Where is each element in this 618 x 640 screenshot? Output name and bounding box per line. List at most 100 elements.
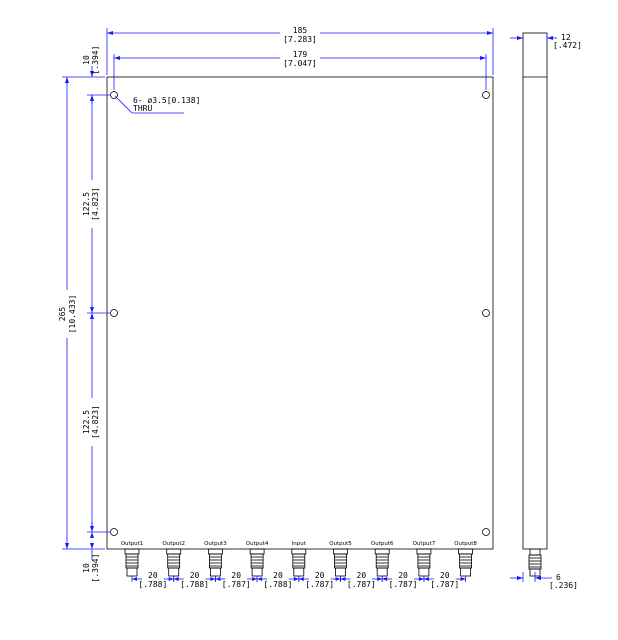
- hole-spacing-value: 179: [293, 50, 308, 59]
- connector: Output6: [371, 541, 394, 577]
- connector-tip: [293, 567, 305, 577]
- connector-flange: [374, 548, 390, 555]
- connector-label: Output2: [162, 541, 185, 547]
- side-offset-value: 6: [556, 573, 561, 582]
- upper-pitch-dimension: 122.5 [4.823]: [82, 95, 100, 313]
- connector: Output1: [121, 541, 144, 577]
- pitch-inch: [.788]: [138, 580, 167, 589]
- connector: Input: [291, 541, 307, 577]
- mounting-hole: [482, 91, 490, 99]
- connector-flange: [124, 548, 140, 555]
- side-thickness-inch: [.472]: [553, 41, 582, 50]
- side-connector: [528, 548, 542, 577]
- mounting-hole: [482, 528, 490, 536]
- hole-callout: 6- ø3.5[0.138] THRU: [114, 95, 200, 114]
- pitch-arrow: [418, 577, 424, 581]
- connector-tip: [460, 567, 472, 577]
- connector: Output5: [329, 541, 352, 577]
- connector-pitch-dimensions: 20[.788]20[.788]20[.787]20[.788]20[.787]…: [131, 571, 467, 589]
- pitch-value: 20: [231, 571, 241, 580]
- pitch-arrow: [423, 577, 429, 581]
- pitch-inch: [.787]: [347, 580, 376, 589]
- lower-pitch-dimension: 122.5 [4.823]: [82, 313, 100, 532]
- overall-height-inch: [10.433]: [68, 295, 77, 334]
- front-plate-outline: [106, 76, 494, 550]
- upper-pitch-inch: [4.823]: [91, 187, 100, 221]
- connector-flange: [166, 548, 182, 555]
- pitch-arrow: [377, 577, 383, 581]
- pitch-dimension: 20[.788]: [173, 571, 216, 589]
- pitch-arrow: [340, 577, 346, 581]
- pitch-arrow: [293, 577, 299, 581]
- connector-flange: [333, 548, 348, 555]
- pitch-value: 20: [398, 571, 408, 580]
- connector-label: Output6: [371, 541, 394, 547]
- mounting-hole: [110, 309, 118, 317]
- overall-width-value: 185: [293, 26, 308, 35]
- pitch-dimension: 20[.787]: [214, 571, 258, 589]
- overall-height-dimension: 265 [10.433]: [58, 77, 77, 549]
- pitch-inch: [.787]: [430, 580, 459, 589]
- top-margin-inch: [.394]: [91, 46, 100, 75]
- pitch-dimension: 20[.787]: [381, 571, 425, 589]
- connector: Output3: [204, 541, 227, 577]
- connector-tip: [168, 567, 180, 577]
- connector: Output7: [413, 541, 436, 577]
- connector-tip: [209, 567, 221, 577]
- pitch-value: 20: [273, 571, 283, 580]
- pitch-inch: [.788]: [263, 580, 292, 589]
- pitch-arrow: [335, 577, 341, 581]
- overall-height-value: 265: [58, 307, 67, 322]
- connector-label: Output7: [413, 541, 436, 547]
- pitch-arrow: [173, 577, 179, 581]
- connector-flange: [416, 548, 432, 555]
- pitch-arrow: [252, 577, 258, 581]
- connector-tip: [376, 567, 388, 577]
- connector-flange: [291, 548, 307, 555]
- upper-pitch-value: 122.5: [82, 192, 91, 216]
- connector-label: Output1: [121, 541, 144, 547]
- pitch-inch: [.787]: [222, 580, 251, 589]
- lower-pitch-inch: [4.823]: [91, 405, 100, 439]
- hole-callout-thru: THRU: [133, 104, 152, 113]
- pitch-arrow: [215, 577, 221, 581]
- hole-spacing-inch: [7.047]: [283, 59, 317, 68]
- pitch-arrow: [382, 577, 388, 581]
- bottom-margin-value: 10: [82, 563, 91, 573]
- connector-tip: [251, 567, 263, 577]
- pitch-inch: [.787]: [305, 580, 334, 589]
- connector-flange: [458, 548, 474, 555]
- pitch-dimension: 20[.788]: [256, 571, 300, 589]
- pitch-arrow: [168, 577, 174, 581]
- pitch-inch: [.788]: [180, 580, 209, 589]
- hole-spacing-dimension: 179 [7.047]: [113, 50, 487, 90]
- side-thickness-value: 12: [561, 33, 571, 42]
- pitch-dimension: 20[.787]: [340, 571, 383, 589]
- pitch-arrow: [460, 577, 466, 581]
- connector-label: Output5: [329, 541, 352, 547]
- pitch-dimension: 20[.788]: [131, 571, 175, 589]
- connector-label: Input: [292, 541, 307, 547]
- pitch-dimension: 20[.787]: [423, 571, 467, 589]
- pitch-arrow: [132, 577, 137, 581]
- lower-pitch-value: 122.5: [82, 410, 91, 434]
- overall-width-dimension: 185 [7.283]: [106, 26, 494, 75]
- bottom-margin-inch: [.394]: [91, 554, 100, 583]
- bottom-margin-dimension: 10 [.394]: [82, 522, 100, 582]
- connector-flange: [249, 548, 265, 555]
- side-thickness-dimension: 12 [.472]: [510, 33, 582, 50]
- connector-label: Output8: [454, 541, 477, 547]
- pitch-arrow: [298, 577, 304, 581]
- pitch-value: 20: [148, 571, 158, 580]
- pitch-arrow: [210, 577, 216, 581]
- pitch-inch: [.787]: [389, 580, 418, 589]
- connector: Output4: [246, 541, 269, 577]
- connector: Output8: [454, 541, 477, 577]
- mounting-hole: [482, 309, 490, 317]
- connector-label: Output4: [246, 541, 269, 547]
- connector-tip: [126, 567, 138, 577]
- pitch-value: 20: [190, 571, 200, 580]
- connector: Output2: [162, 541, 185, 577]
- mounting-hole: [110, 528, 118, 536]
